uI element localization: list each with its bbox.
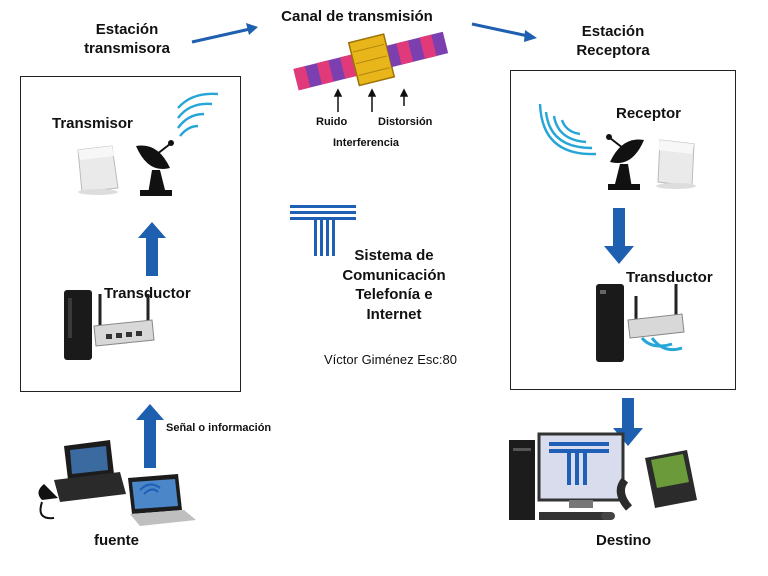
satellite-dish-icon-right bbox=[606, 134, 644, 190]
satellite-icon bbox=[293, 31, 449, 91]
transducer-left-label: Transductor bbox=[104, 285, 191, 302]
distortion-label: Distorsión bbox=[378, 116, 433, 128]
receiver-label: Receptor bbox=[616, 105, 682, 122]
arrow-up-icon bbox=[138, 222, 166, 276]
router-icon bbox=[64, 290, 155, 360]
source-label: fuente bbox=[94, 532, 139, 549]
satellite-dish-icon bbox=[136, 140, 174, 196]
arrow-up-signal-icon bbox=[136, 404, 164, 468]
laptop-icon bbox=[128, 474, 196, 526]
transducer-right-label: Transductor bbox=[626, 269, 713, 286]
signal-label: Señal o información bbox=[166, 422, 272, 434]
computer-icon bbox=[509, 432, 697, 520]
noise-label: Ruido bbox=[316, 116, 348, 128]
modem-icon-right bbox=[656, 139, 696, 189]
destination-label: Destino bbox=[596, 532, 652, 549]
video-phone-icon bbox=[38, 440, 126, 520]
arrow-down-icon bbox=[604, 208, 634, 264]
interference-label: Interferencia bbox=[333, 137, 400, 149]
channel-label: Canal de transmisión bbox=[281, 8, 433, 25]
logo-icon bbox=[290, 205, 356, 256]
router-icon-right bbox=[596, 284, 685, 362]
rx-station-label: Estación Receptora bbox=[576, 23, 650, 59]
arrow-to-receiver bbox=[471, 22, 537, 42]
author-label: Víctor Giménez Esc:80 bbox=[324, 352, 457, 367]
modem-icon bbox=[77, 145, 119, 195]
tx-station-label: Estación transmisora bbox=[84, 21, 170, 57]
signal-waves-icon bbox=[177, 92, 219, 137]
transmitter-label: Transmisor bbox=[52, 115, 133, 132]
signal-waves-icon-right bbox=[538, 103, 597, 156]
center-title: Sistema de Comunicación Telefonía e Inte… bbox=[342, 247, 446, 323]
noise-arrows bbox=[333, 88, 409, 112]
arrow-to-channel bbox=[191, 23, 258, 44]
